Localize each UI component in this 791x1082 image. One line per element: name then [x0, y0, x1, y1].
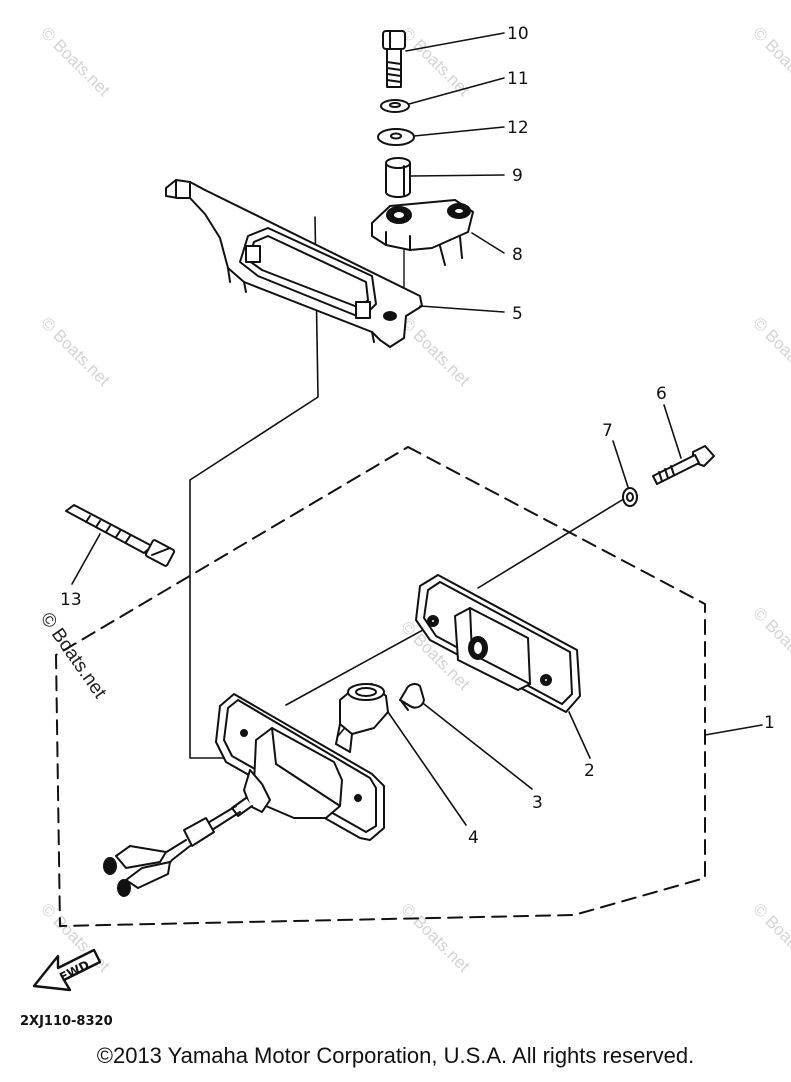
- callout-10: 10: [507, 24, 529, 44]
- callout-8: 8: [512, 245, 523, 265]
- copyright-footer: ©2013 Yamaha Motor Corporation, U.S.A. A…: [96, 1043, 695, 1068]
- callout-9: 9: [512, 166, 523, 186]
- watermarks: © Boats.net © Boats.net © Boats.net © Bo…: [36, 23, 791, 976]
- screw-6: [652, 445, 715, 485]
- leader-lines: [71, 32, 763, 826]
- callout-1: 1: [764, 713, 775, 733]
- drawing-code: 2XJ110-8320: [20, 1014, 113, 1029]
- lamp-housing: [103, 693, 385, 897]
- watermark-10: © Boats.net: [397, 899, 474, 976]
- bulb-3: [399, 683, 425, 711]
- fwd-arrow-icon: [32, 948, 102, 992]
- socket-4: [335, 683, 389, 753]
- collar-9: [385, 157, 411, 198]
- watermark-3: © Boats.net: [749, 23, 791, 100]
- mounting-bracket-5: [165, 179, 423, 348]
- callout-11: 11: [507, 69, 529, 89]
- cable-tie-13: [65, 504, 176, 567]
- washer-7: [622, 487, 638, 507]
- callout-4: 4: [468, 828, 479, 848]
- flat-washer-12: [377, 128, 415, 146]
- callout-12: 12: [507, 118, 529, 138]
- assembly-dashed-outline: [55, 446, 706, 927]
- callout-2: 2: [584, 761, 595, 781]
- watermark-11: © Boats.net: [749, 899, 791, 976]
- bolt-10: [382, 30, 406, 88]
- callout-3: 3: [532, 793, 543, 813]
- watermark-4: © Boats.net: [37, 313, 114, 390]
- watermark-5: © Boats.net: [397, 313, 474, 390]
- watermark-8: © Boats.net: [749, 603, 791, 680]
- callout-6: 6: [656, 384, 667, 404]
- lock-washer-11: [380, 99, 410, 113]
- watermark-1: © Boats.net: [37, 23, 114, 100]
- lens-cover-2: [415, 574, 581, 713]
- watermark-2: © Boats.net: [397, 23, 474, 100]
- callout-5: 5: [512, 304, 523, 324]
- callout-13: 13: [60, 590, 82, 610]
- watermark-6: © Boats.net: [749, 313, 791, 390]
- callout-7: 7: [602, 421, 613, 441]
- watermark-featured: © Boats.net: [36, 609, 111, 703]
